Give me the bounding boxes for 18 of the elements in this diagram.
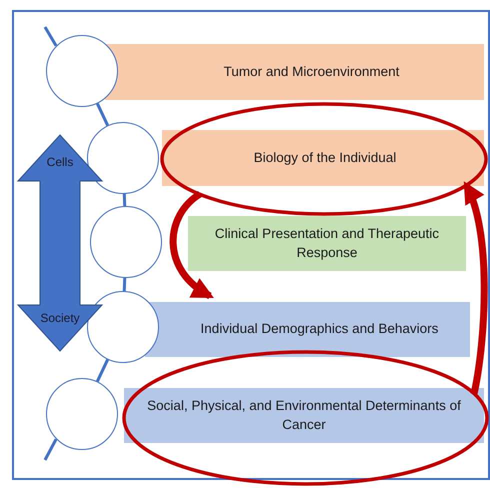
level-band <box>124 388 484 443</box>
arrow-label: Society <box>39 311 81 325</box>
curved-arrow <box>462 181 488 395</box>
band-label: Individual Demographics and Behaviors <box>200 320 438 338</box>
arrow-label: Cells <box>46 155 74 169</box>
chain-link <box>96 102 110 126</box>
curved-arrow <box>170 191 214 299</box>
chain-link <box>122 278 126 292</box>
band-label: Clinical Presentation and Therapeutic Response <box>214 225 440 262</box>
band-label: Social, Physical, and Environmental Determinants of Cancer <box>146 397 462 434</box>
level-band <box>188 216 466 271</box>
band-label: Biology of the Individual <box>254 148 396 167</box>
level-band <box>162 130 484 186</box>
band-label: Tumor and Microenvironment <box>224 62 400 81</box>
level-band <box>105 44 484 100</box>
chain-link <box>96 358 110 382</box>
chain-link <box>122 194 126 206</box>
level-band <box>145 302 470 357</box>
